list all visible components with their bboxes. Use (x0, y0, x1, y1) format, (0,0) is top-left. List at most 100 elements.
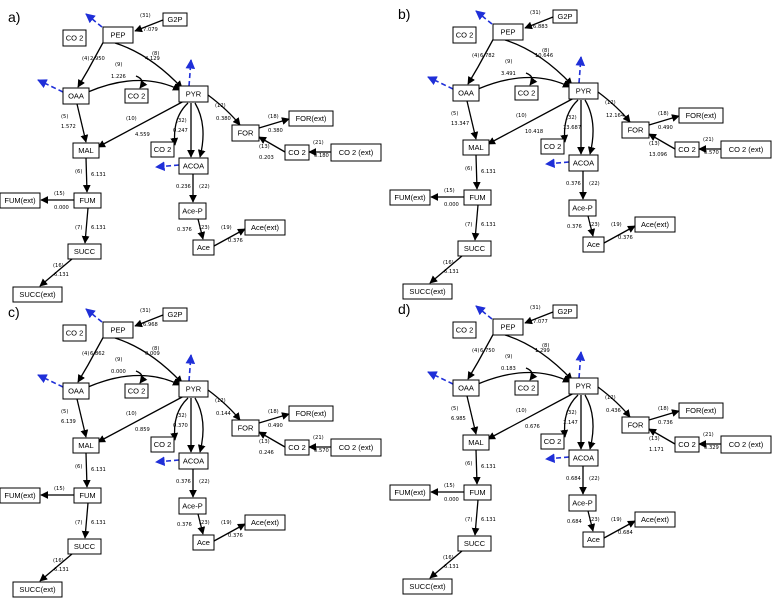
edge-r18 (648, 409, 680, 421)
flux-value-f5: 6.139 (61, 419, 76, 425)
flux-value-f22: 0.236 (176, 184, 191, 190)
flux-value-f5: 6.985 (451, 416, 466, 422)
node-box-ace (192, 239, 215, 256)
flux-value-f22: 0.376 (566, 181, 581, 187)
reaction-id-r6: (6) (75, 464, 82, 470)
edge-r12b (207, 94, 241, 126)
node-label-succext: SUCC(ext) (19, 290, 56, 299)
flux-value-f16: 6.131 (444, 269, 459, 275)
reaction-id-r8: (8) (542, 48, 549, 54)
reaction-id-r15: (15) (444, 188, 455, 194)
flux-value-f12: 0.144 (216, 411, 232, 417)
node-label-co2_top: CO 2 (66, 329, 84, 338)
flux-value-f31: 7.079 (143, 27, 158, 33)
edge-r18 (258, 117, 290, 129)
node-box-aceext (634, 511, 676, 528)
node-label-pyr: PYR (576, 87, 592, 96)
node-box-succext (402, 578, 453, 595)
edge-r32 (170, 102, 189, 146)
node-label-succext: SUCC(ext) (409, 287, 446, 296)
reaction-id-r4: (4) (472, 348, 479, 354)
flux-value-f12: 0.436 (606, 408, 621, 414)
reaction-id-r23: (23) (199, 225, 210, 231)
node-box-forext (288, 405, 334, 422)
edge-rx (135, 370, 148, 384)
reaction-id-r10: (10) (516, 408, 527, 414)
node-label-fum: FUM (469, 488, 485, 497)
flux-value-f7: 6.131 (91, 520, 106, 526)
flux-value-f5: 13.347 (451, 121, 469, 127)
node-label-g2p: G2P (557, 307, 572, 316)
flux-value-f18: 0.490 (268, 423, 283, 429)
edge-r32c (584, 394, 596, 450)
node-box-co2_top (62, 324, 87, 342)
flux-value-f7: 6.131 (481, 222, 496, 228)
node-box-pyr (568, 377, 599, 395)
edge-r18 (258, 412, 290, 424)
node-label-acep: Ace-P (572, 204, 592, 213)
flux-value-f13: 13.096 (649, 152, 667, 158)
oaa-efflux-arrow (37, 374, 64, 388)
reaction-id-r31: (31) (140, 13, 151, 19)
node-box-oaa (62, 382, 90, 400)
node-box-co2_top (452, 321, 477, 339)
edge-r31 (134, 19, 164, 33)
flux-value-f10: 0.676 (525, 424, 540, 430)
node-label-ace: Ace (197, 243, 210, 252)
reaction-id-r18: (18) (268, 409, 279, 415)
flux-value-f18: 0.736 (658, 420, 673, 426)
edge-r6 (82, 452, 91, 488)
node-box-fumext (389, 484, 431, 501)
node-label-oaa: OAA (68, 92, 84, 101)
node-box-mal (72, 437, 100, 454)
flux-value-f19: 0.376 (618, 235, 633, 241)
node-label-pep: PEP (110, 31, 125, 40)
reaction-id-r19: (19) (611, 222, 622, 228)
flux-value-f23: 0.376 (177, 227, 192, 233)
flux-value-f18: 0.380 (268, 128, 283, 134)
node-label-co2ext: CO 2 (ext) (729, 145, 764, 154)
edge-r10 (487, 391, 577, 440)
edge-r7 (81, 502, 90, 539)
node-label-acep: Ace-P (182, 207, 202, 216)
edge-r9 (87, 79, 181, 93)
reaction-id-r19: (19) (221, 520, 232, 526)
reaction-id-r4: (4) (82, 56, 89, 62)
node-label-for: FOR (628, 421, 644, 430)
node-box-co2_acoa (540, 433, 565, 450)
node-label-fumext: FUM(ext) (4, 196, 36, 205)
pep-efflux-arrow (475, 10, 493, 25)
reaction-id-r5: (5) (451, 406, 458, 412)
node-box-co2_acoa (540, 138, 565, 155)
node-box-co2ext (330, 438, 382, 457)
node-label-fum: FUM (79, 491, 95, 500)
node-box-co2ext (330, 143, 382, 162)
edge-r23 (587, 510, 596, 532)
node-box-co2ext (720, 140, 772, 159)
node-box-pyr (178, 380, 209, 398)
node-box-for (231, 124, 260, 142)
flux-value-f6: 6.131 (481, 464, 496, 470)
node-box-forext (288, 110, 334, 127)
flux-value-f9: 3.491 (501, 71, 516, 77)
reaction-id-r5: (5) (61, 409, 68, 415)
node-label-aceext: Ace(ext) (641, 515, 669, 524)
edge-r32 (170, 397, 189, 441)
flux-value-f13: 1.171 (649, 447, 664, 453)
oaa-efflux-arrow (427, 76, 454, 90)
node-label-co2_acoa: CO 2 (544, 142, 562, 151)
node-box-co2_acoa (150, 141, 175, 158)
node-label-co2_mid: CO 2 (128, 387, 146, 396)
reaction-id-r6: (6) (465, 166, 472, 172)
reaction-id-r8: (8) (542, 343, 549, 349)
node-box-oaa (452, 84, 480, 102)
node-box-aceext (634, 216, 676, 233)
acoa-efflux-arrow (155, 456, 180, 467)
flux-value-f18: 0.490 (658, 125, 673, 131)
edge-r6 (82, 157, 91, 193)
flux-value-f16: 6.131 (444, 564, 459, 570)
node-label-fumext: FUM(ext) (394, 488, 426, 497)
node-box-co2_for (284, 144, 310, 161)
